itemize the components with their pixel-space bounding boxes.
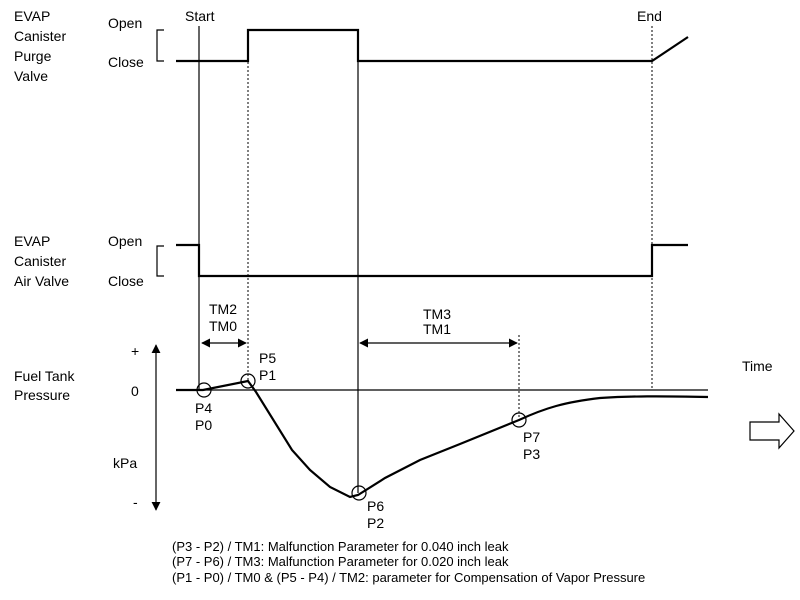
- pressure-title-line: Pressure: [14, 387, 70, 403]
- air-valve-title: EVAP Canister Air Valve: [14, 233, 70, 289]
- tm3-label: TM3: [423, 306, 451, 322]
- p0-label: P0: [195, 417, 212, 433]
- purge-close-label: Close: [108, 54, 144, 70]
- pressure-section: Fuel Tank Pressure + 0 kPa - P5 P1 P4 P0…: [14, 343, 709, 531]
- tm2-label: TM2: [209, 301, 237, 317]
- p7-p3-point-marker: [511, 412, 527, 428]
- purge-title-line: EVAP: [14, 8, 50, 24]
- purge-open-label: Open: [108, 15, 142, 31]
- air-open-label: Open: [108, 233, 142, 249]
- air-close-label: Close: [108, 273, 144, 289]
- purge-valve-section: EVAP Canister Purge Valve Open Close: [14, 8, 689, 84]
- p1-label: P1: [259, 367, 276, 383]
- p5-label: P5: [259, 350, 276, 366]
- p2-label: P2: [367, 515, 384, 531]
- purge-title-line: Canister: [14, 28, 66, 44]
- air-valve-signal: [176, 243, 688, 278]
- p5-p1-point-marker: [240, 373, 256, 389]
- air-title-line: EVAP: [14, 233, 50, 249]
- pressure-zero-label: 0: [131, 383, 139, 399]
- p3-label: P3: [523, 446, 540, 462]
- start-label: Start: [185, 8, 215, 24]
- note-3: (P1 - P0) / TM0 & (P5 - P4) / TM2: param…: [172, 570, 645, 585]
- pressure-title-line: Fuel Tank: [14, 368, 75, 384]
- p4-p0-point-marker: [196, 382, 212, 398]
- p7-label: P7: [523, 429, 540, 445]
- interval-annotations: TM2 TM0 TM3 TM1: [201, 301, 518, 348]
- note-2: (P7 - P6) / TM3: Malfunction Parameter f…: [172, 554, 509, 569]
- tm1-label: TM1: [423, 321, 451, 337]
- air-state-bracket: [156, 245, 164, 277]
- pressure-plus-label: +: [131, 343, 139, 359]
- purge-title-line: Valve: [14, 68, 48, 84]
- air-title-line: Canister: [14, 253, 66, 269]
- p4-label: P4: [195, 400, 212, 416]
- p6-p2-point-marker: [351, 485, 367, 501]
- time-label: Time: [742, 358, 773, 374]
- pressure-curve: [176, 379, 709, 499]
- purge-title-line: Purge: [14, 48, 52, 64]
- pressure-minus-label: -: [133, 494, 138, 510]
- p6-label: P6: [367, 498, 384, 514]
- purge-valve-title: EVAP Canister Purge Valve: [14, 8, 70, 84]
- note-1: (P3 - P2) / TM1: Malfunction Parameter f…: [172, 539, 509, 554]
- pressure-title: Fuel Tank Pressure: [14, 368, 78, 403]
- pressure-unit-label: kPa: [113, 455, 137, 471]
- time-arrow-icon: [749, 412, 795, 450]
- end-label: End: [637, 8, 662, 24]
- air-valve-section: EVAP Canister Air Valve Open Close: [14, 233, 688, 289]
- tm0-label: TM0: [209, 318, 237, 334]
- air-title-line: Air Valve: [14, 273, 69, 289]
- purge-valve-signal: [176, 28, 689, 63]
- purge-state-bracket: [156, 29, 164, 62]
